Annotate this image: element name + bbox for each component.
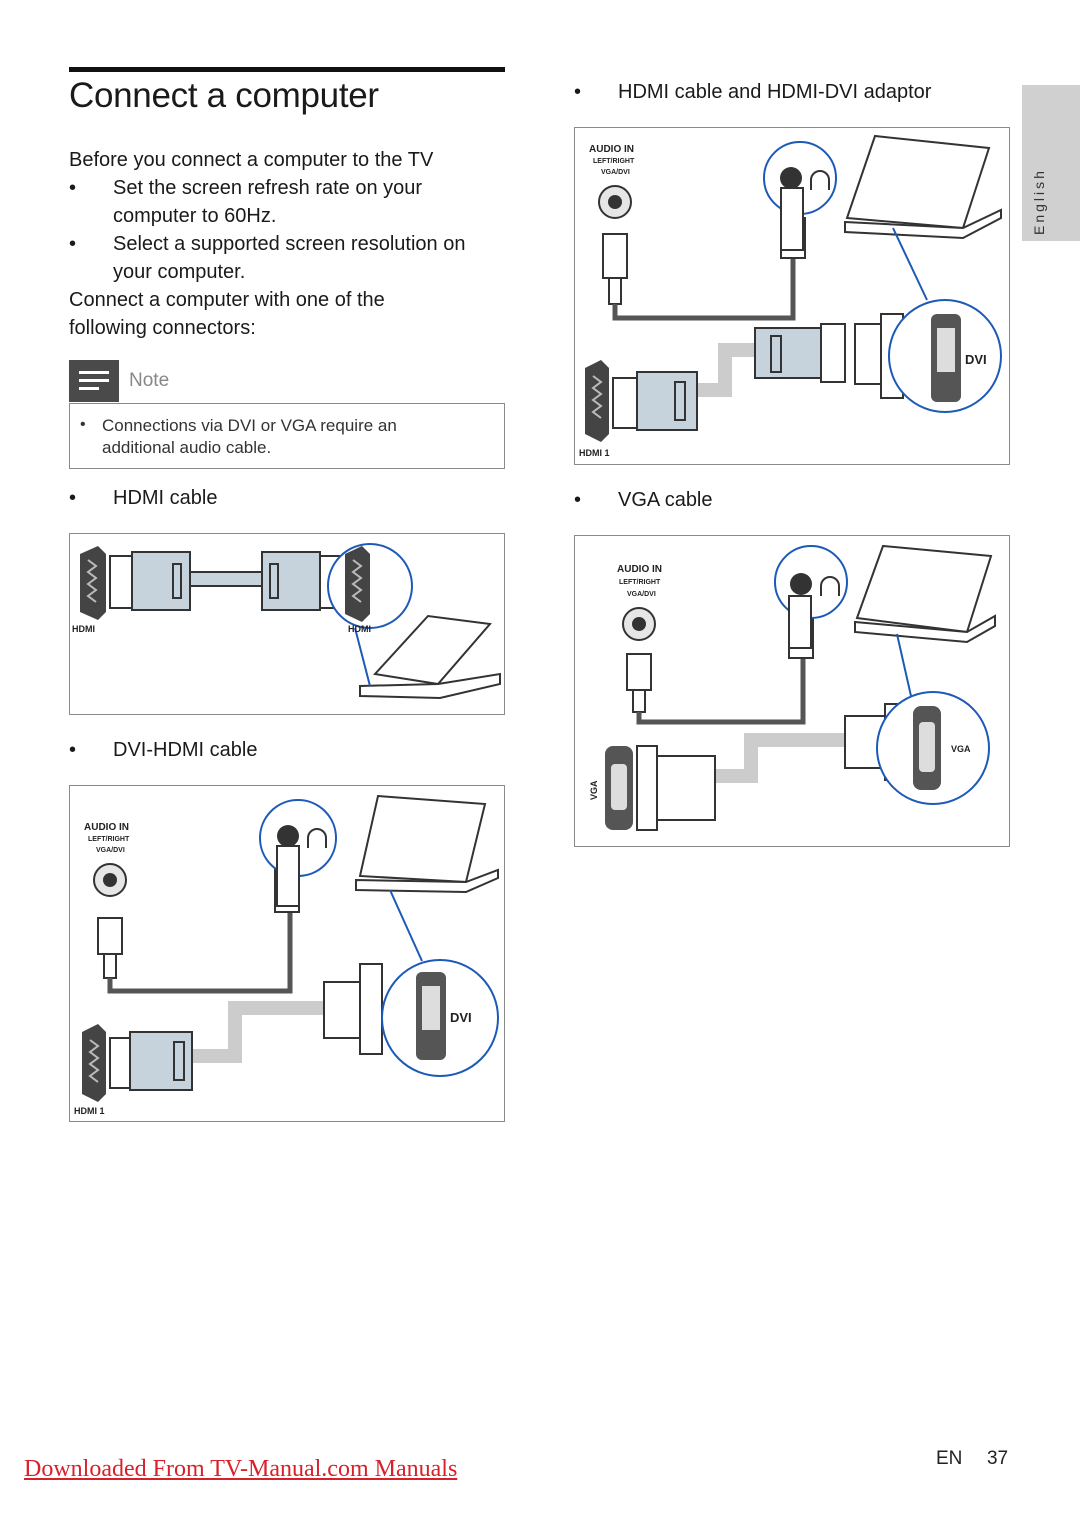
section-hdmi-dvi-label: HDMI cable and HDMI-DVI adaptor: [618, 81, 932, 103]
step-2-line-1: Select a supported screen resolution on: [113, 233, 466, 255]
hdmi-plug-icon: [636, 371, 698, 431]
laptop-icon: [845, 134, 991, 230]
headphone-icon: [820, 576, 840, 596]
vga-plug-icon: [656, 755, 716, 821]
hdmi1-label: HDMI 1: [74, 1106, 105, 1116]
vga-dvi-label: VGA/DVI: [96, 847, 125, 854]
hdmi-port-icon: [585, 360, 609, 442]
audio-plug-icon: [602, 233, 628, 279]
page-title: Connect a computer: [69, 76, 379, 115]
section-hdmi-label: HDMI cable: [113, 487, 218, 509]
audio-cable-icon: [636, 646, 806, 725]
vga-label: VGA: [951, 744, 971, 754]
vga-label: VGA: [589, 780, 599, 800]
hdmi1-label: HDMI 1: [579, 448, 610, 458]
step-1-line-1: Set the screen refresh rate on your: [113, 177, 423, 199]
audio-plug-icon: [626, 653, 652, 691]
cable-icon: [715, 733, 845, 783]
hdmi-port-icon: [82, 1024, 106, 1102]
dvi-hdmi-cable-diagram: AUDIO IN LEFT/RIGHT VGA/DVI DVI HDMI 1: [69, 785, 505, 1122]
laptop-icon: [855, 544, 993, 634]
connect-line-2: following connectors:: [69, 317, 256, 339]
step-1-line-2: computer to 60Hz.: [113, 205, 277, 227]
hdmi-port-icon: [345, 546, 370, 622]
heading-rule: [69, 67, 505, 72]
before-connect-heading: Before you connect a computer to the TV: [69, 149, 434, 171]
language-tab: English: [1022, 85, 1080, 241]
page-language: EN: [936, 1448, 963, 1469]
page-number-value: 37: [986, 1448, 1009, 1469]
language-tab-label: English: [1031, 168, 1047, 235]
audio-in-label: AUDIO IN: [589, 144, 634, 155]
note-line-1: Connections via DVI or VGA require an: [102, 416, 397, 435]
vga-cable-diagram: AUDIO IN LEFT/RIGHT VGA/DVI VGA VGA: [574, 535, 1010, 847]
hdmi-plug-icon: [129, 1031, 193, 1091]
cable-icon: [170, 1001, 328, 1063]
hdmi-cable-diagram: HDMI HDMI: [69, 533, 505, 715]
note-icon: [69, 360, 119, 402]
bullet-dot: •: [69, 233, 77, 255]
left-right-label: LEFT/RIGHT: [593, 158, 635, 165]
connect-line-1: Connect a computer with one of the: [69, 289, 385, 311]
section-dvi-hdmi-label: DVI-HDMI cable: [113, 739, 258, 761]
hdmi-dvi-adaptor-diagram: AUDIO IN LEFT/RIGHT VGA/DVI DVI HDMI 1: [574, 127, 1010, 465]
note-line-2: additional audio cable.: [102, 438, 272, 457]
section-vga-label: VGA cable: [618, 489, 713, 511]
audio-cable-icon: [107, 886, 293, 994]
step-2-line-2: your computer.: [113, 261, 246, 283]
bullet-dot: •: [69, 487, 77, 509]
audio-cable-icon: [612, 238, 796, 321]
bullet-dot: •: [574, 81, 582, 103]
hdmi-label: HDMI: [348, 624, 371, 634]
note-header: Note: [69, 360, 505, 402]
hdmi-plug-icon: [261, 551, 321, 611]
left-right-label: LEFT/RIGHT: [619, 579, 661, 586]
hdmi-label: HDMI: [72, 624, 95, 634]
audio-in-label: AUDIO IN: [84, 822, 129, 833]
cable-icon: [685, 343, 775, 397]
vga-dvi-label: VGA/DVI: [601, 169, 630, 176]
headphone-icon: [307, 828, 327, 848]
dvi-label: DVI: [965, 352, 987, 367]
headphone-icon: [810, 170, 830, 190]
audio-in-label: AUDIO IN: [617, 564, 662, 575]
hdmi-plug-icon: [754, 327, 822, 379]
cable-icon: [189, 571, 263, 587]
audio-plug-icon: [97, 917, 123, 955]
left-right-label: LEFT/RIGHT: [88, 836, 130, 843]
note-label: Note: [129, 370, 170, 391]
laptop-icon: [373, 614, 492, 686]
note-bullet: •: [80, 416, 86, 433]
download-source-link[interactable]: Downloaded From TV-Manual.com Manuals: [24, 1456, 458, 1482]
note-box: • Connections via DVI or VGA require an …: [69, 403, 505, 469]
laptop-icon: [358, 794, 487, 884]
bullet-dot: •: [574, 489, 582, 511]
bullet-dot: •: [69, 177, 77, 199]
hdmi-port-icon: [80, 546, 106, 620]
bullet-dot: •: [69, 739, 77, 761]
dvi-label: DVI: [450, 1010, 472, 1025]
vga-dvi-label: VGA/DVI: [627, 591, 656, 598]
page-number: EN 37: [936, 1448, 1008, 1470]
